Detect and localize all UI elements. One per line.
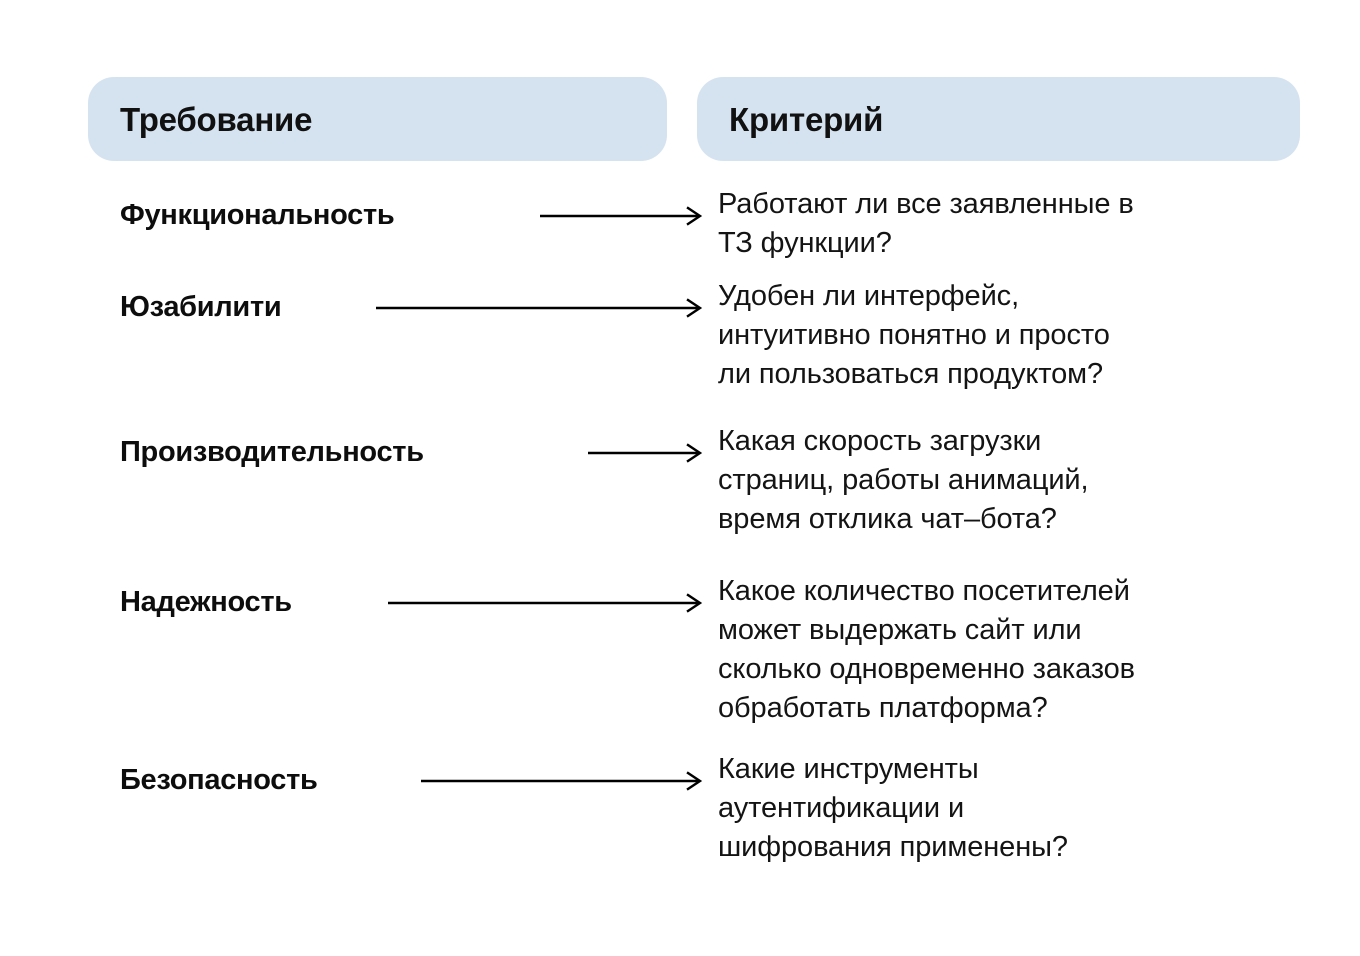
requirement-cell: Производительность — [0, 422, 706, 572]
header-label-criterion: Критерий — [729, 100, 884, 138]
table-row: Юзабилити Удобен ли интерфейс, интуитивн… — [0, 277, 1360, 422]
table-row: Безопасность Какие инструменты аутентифи… — [0, 750, 1360, 880]
criterion-cell: Какое количество посетителей может выдер… — [706, 572, 1360, 728]
criterion-cell: Какая скорость загрузки страниц, работы … — [706, 422, 1360, 539]
requirement-cell: Безопасность — [0, 750, 706, 880]
header-label-requirement: Требование — [120, 100, 313, 138]
requirement-label: Юзабилити — [120, 291, 282, 323]
arrow-right-icon — [376, 298, 703, 318]
table-row: Функциональность Работают ли все заявлен… — [0, 185, 1360, 277]
arrow-right-icon — [588, 443, 703, 463]
requirement-cell: Функциональность — [0, 185, 706, 277]
table-row: Производительность Какая скорость загруз… — [0, 422, 1360, 572]
criterion-text: Какие инструменты аутентификации и шифро… — [718, 753, 1068, 863]
requirement-label: Надежность — [120, 586, 292, 618]
criterion-cell: Удобен ли интерфейс, интуитивно понятно … — [706, 277, 1360, 394]
table-row: Надежность Какое количество посетителей … — [0, 572, 1360, 750]
arrow-right-icon — [421, 771, 703, 791]
arrow-right-icon — [540, 206, 703, 226]
criterion-cell: Работают ли все заявленные в ТЗ функции? — [706, 185, 1360, 263]
criterion-text: Работают ли все заявленные в ТЗ функции? — [718, 188, 1134, 259]
header-pill-criterion: Критерий — [697, 77, 1300, 161]
criterion-cell: Какие инструменты аутентификации и шифро… — [706, 750, 1360, 867]
requirement-cell: Надежность — [0, 572, 706, 750]
requirement-label: Производительность — [120, 436, 424, 468]
table-header: Требование Критерий — [88, 77, 1300, 161]
header-pill-requirement: Требование — [88, 77, 667, 161]
requirement-label: Безопасность — [120, 764, 318, 796]
criterion-text: Какое количество посетителей может выдер… — [718, 575, 1135, 724]
requirement-cell: Юзабилити — [0, 277, 706, 422]
arrow-right-icon — [388, 593, 703, 613]
criterion-text: Какая скорость загрузки страниц, работы … — [718, 425, 1089, 535]
table-body: Функциональность Работают ли все заявлен… — [0, 185, 1360, 880]
requirement-label: Функциональность — [120, 199, 395, 231]
criterion-text: Удобен ли интерфейс, интуитивно понятно … — [718, 280, 1110, 390]
